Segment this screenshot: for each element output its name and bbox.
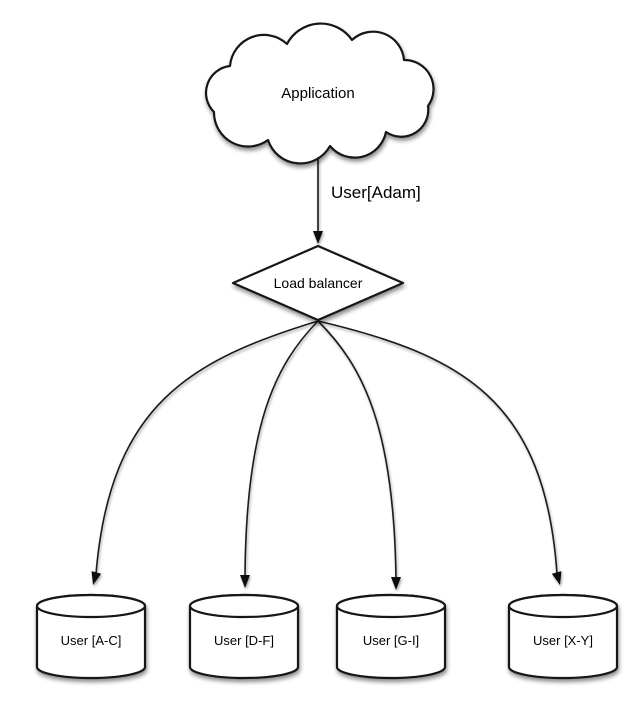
arrowhead-icon xyxy=(313,231,323,244)
load-balancer-node xyxy=(231,244,405,322)
edge-loadbalancer-to-shard-d-f xyxy=(240,320,319,588)
cylinder-top-rim xyxy=(335,593,447,619)
application-node xyxy=(204,22,435,165)
edge-line xyxy=(317,320,397,580)
diamond-shape xyxy=(231,244,405,322)
cylinder-top-rim xyxy=(188,593,300,619)
shard-g-i-label: User [G-I] xyxy=(363,633,419,648)
cylinder-top-rim xyxy=(507,593,619,619)
edge-application-to-loadbalancer xyxy=(313,158,323,244)
shard-node-x-y xyxy=(507,593,619,680)
edge-user-adam-label: User[Adam] xyxy=(331,183,421,202)
arrowhead-icon xyxy=(91,571,102,585)
shard-d-f-label: User [D-F] xyxy=(214,633,274,648)
load-balancer-label: Load balancer xyxy=(274,275,363,291)
application-label: Application xyxy=(281,85,354,102)
edge-line xyxy=(317,320,558,575)
shard-node-g-i xyxy=(335,593,447,680)
arrowhead-icon xyxy=(391,577,401,590)
arrowhead-icon xyxy=(240,575,250,588)
edge-line xyxy=(244,320,319,578)
cylinder-top-rim xyxy=(35,593,147,619)
cloud-shape xyxy=(204,22,435,165)
shard-a-c-label: User [A-C] xyxy=(61,633,122,648)
edge-loadbalancer-to-shard-g-i xyxy=(317,320,401,590)
edge-loadbalancer-to-shard-x-y xyxy=(317,320,562,585)
edge-line xyxy=(95,320,319,575)
arrowhead-icon xyxy=(551,571,562,585)
edge-loadbalancer-to-shard-a-c xyxy=(91,320,319,585)
shard-node-d-f xyxy=(188,593,300,680)
shard-x-y-label: User [X-Y] xyxy=(533,633,593,648)
shard-node-a-c xyxy=(35,593,147,680)
